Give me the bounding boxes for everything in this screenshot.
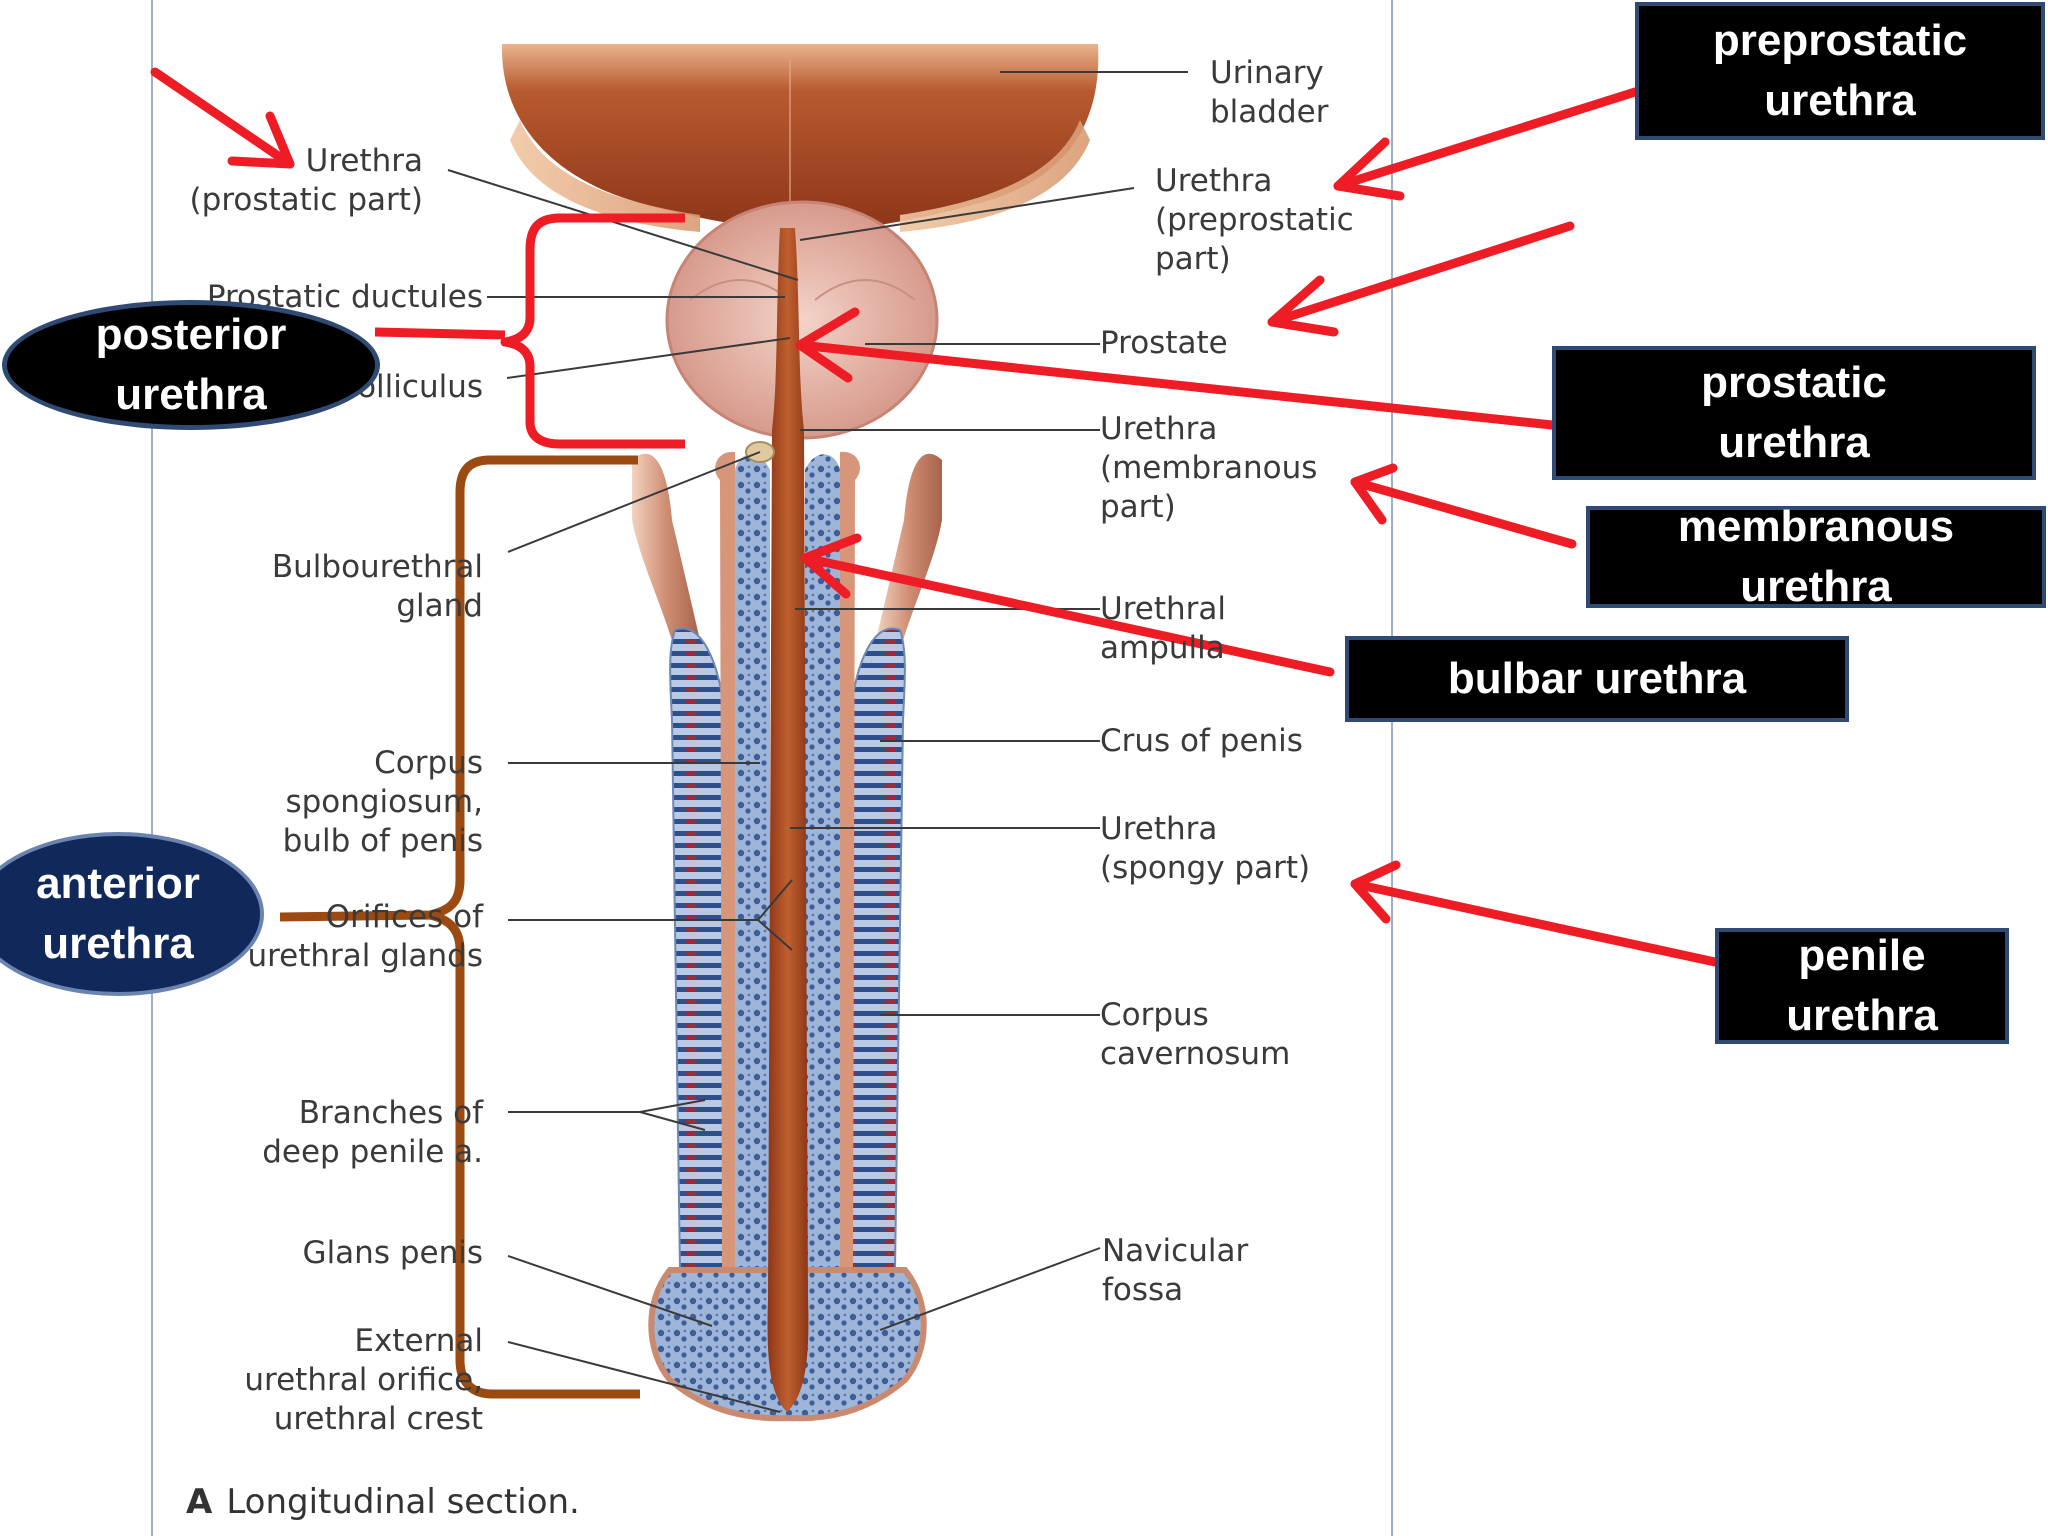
label-urethral-ampulla: Urethral ampulla [1100,591,1226,666]
label-prostate: Prostate [1100,325,1228,361]
callout-membranous-urethra: membranous urethra [1586,502,2046,611]
figure-caption: A Longitudinal section. [186,1482,580,1522]
caption-text: Longitudinal section. [226,1482,580,1522]
corpus-spongiosum [735,454,770,1270]
label-urinary-bladder: Urinary bladder [1210,55,1329,130]
callout-penile-urethra: penile urethra [1715,928,2009,1044]
crus-of-penis-left [632,453,700,650]
callout-arrows [150,67,1720,967]
label-external-urethral-orifice: External urethral orifice, urethral cres… [244,1323,483,1437]
label-branches-of-deep-penile-artery: Branches of deep penile a. [262,1095,483,1170]
label-urethra-membranous-part: Urethra (membranous part) [1100,411,1318,525]
callout-bulbar-urethra: bulbar urethra [1345,636,1849,722]
label-crus-of-penis: Crus of penis [1100,723,1303,759]
region-posterior-urethra: posterior urethra [2,300,380,430]
label-glans-penis: Glans penis [302,1235,483,1271]
callout-prostatic-urethra: prostatic urethra [1552,346,2036,480]
label-corpus-spongiosum: Corpus spongiosum, bulb of penis [282,745,483,859]
urethra-channel [767,228,809,1412]
callout-preprostatic-urethra: preprostatic urethra [1635,2,2045,140]
label-urethra-prostatic-part: Urethra (prostatic part) [189,143,423,218]
urinary-bladder [501,44,1099,232]
label-corpus-cavernosum: Corpus cavernosum [1100,997,1291,1072]
label-urethra-spongy-part: Urethra (spongy part) [1100,811,1311,886]
caption-letter: A [186,1482,213,1522]
posterior-urethra-bracket [500,213,685,449]
label-navicular-fossa: Navicular fossa [1102,1233,1249,1308]
label-urethra-preprostatic-part: Urethra (preprostatic part) [1155,163,1354,277]
label-orifices-of-urethral-glands: Orifices of urethral glands [247,899,483,974]
anterior-urethra-bracket [279,455,640,1399]
label-bulbourethral-gland: Bulbourethral gland [271,549,483,624]
region-anterior-urethra: anterior urethra [0,832,264,996]
prostate [665,200,939,440]
crus-of-penis-right [876,453,942,650]
leader-lines [447,71,1188,1413]
